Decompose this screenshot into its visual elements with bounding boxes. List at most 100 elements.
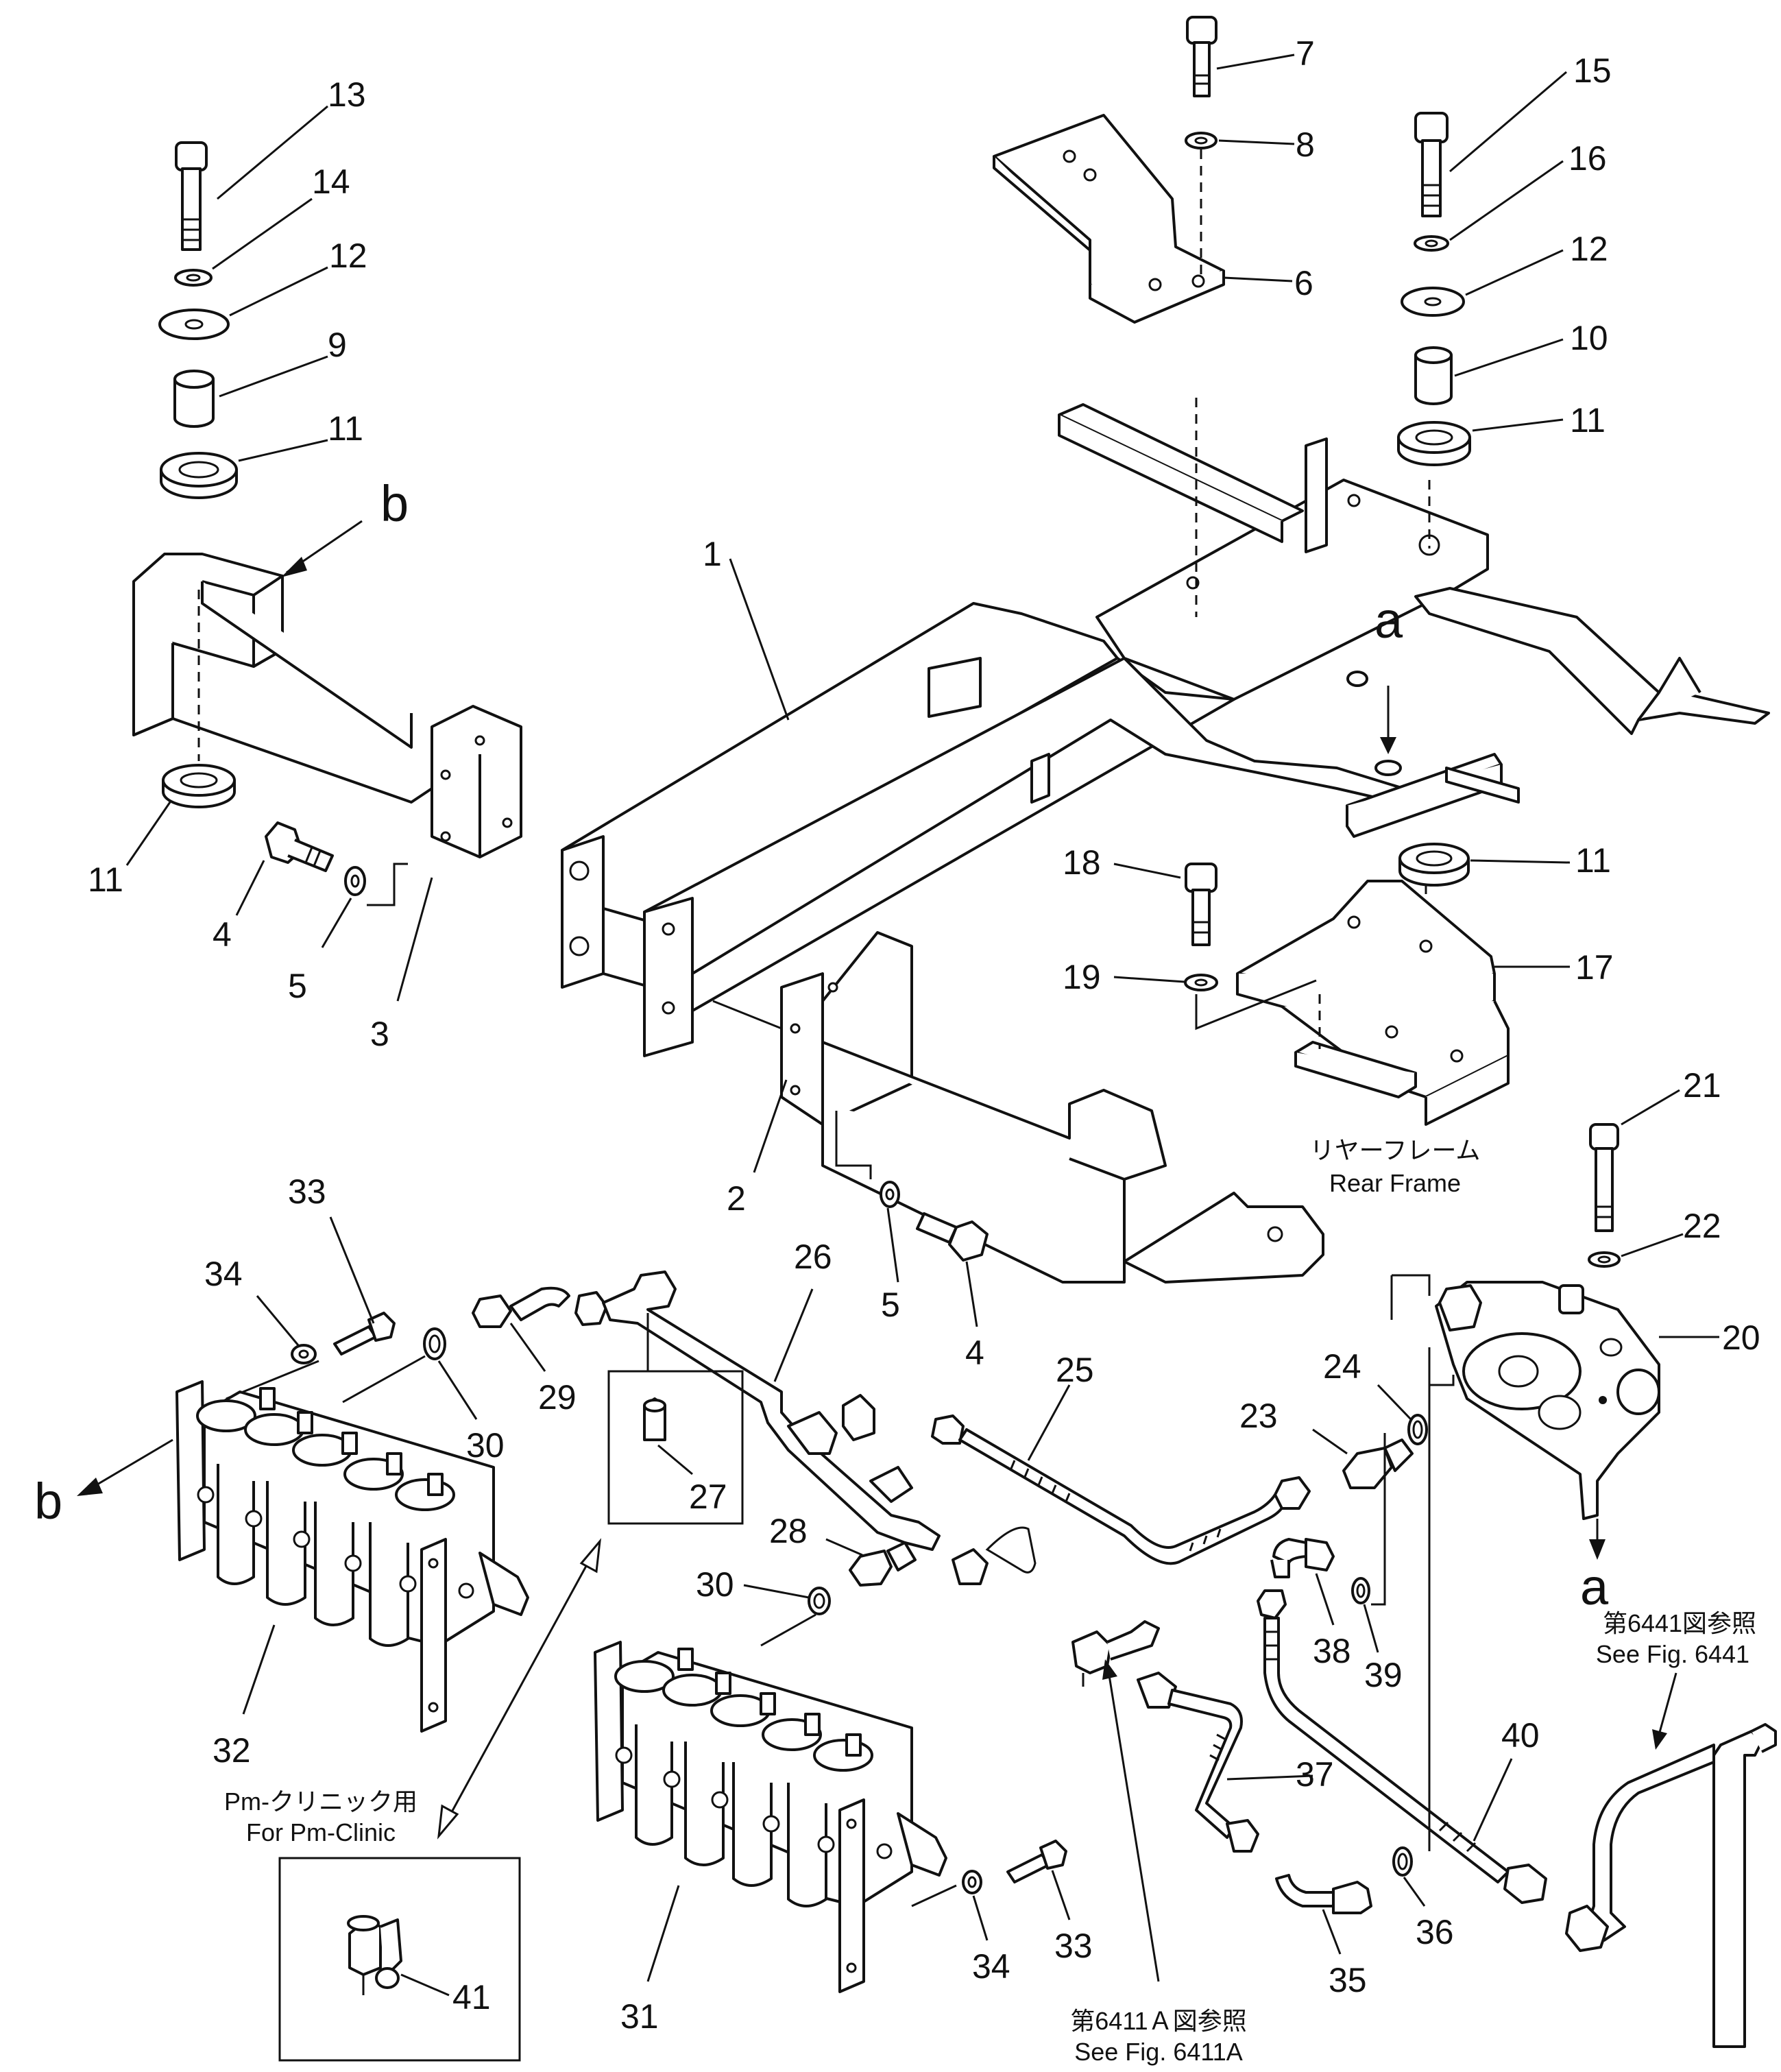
oring-36 bbox=[1392, 1846, 1413, 1877]
leader-21 bbox=[1621, 1089, 1680, 1126]
leader-38 bbox=[1315, 1573, 1335, 1626]
dash-39 bbox=[1371, 1433, 1386, 1606]
callout-41: 41 bbox=[452, 1978, 491, 2016]
note-rear-frame-jp: リヤーフレーム bbox=[1310, 1136, 1481, 1164]
washer-12-left bbox=[158, 309, 230, 340]
pipe-fig6441 bbox=[1565, 1723, 1777, 2048]
callout-38: 38 bbox=[1313, 1632, 1351, 1670]
leader-2 bbox=[753, 1079, 788, 1173]
washer-5-left bbox=[344, 866, 366, 896]
leader-12-right bbox=[1465, 249, 1564, 296]
callout-14: 14 bbox=[312, 162, 350, 201]
note-fig6441-en: See Fig. 6441 bbox=[1596, 1640, 1749, 1668]
leader-41 bbox=[400, 1973, 450, 1997]
collar-10 bbox=[1414, 346, 1453, 405]
callout-34-top: 34 bbox=[204, 1255, 243, 1293]
leader-3 bbox=[396, 877, 433, 1002]
coupler-41 bbox=[347, 1915, 402, 1995]
note-fig6411a-en: See Fig. 6411A bbox=[1074, 2038, 1243, 2066]
leader-34-bottom bbox=[972, 1895, 989, 1941]
rear-frame-stub bbox=[1294, 1041, 1417, 1098]
arrow-6441-head bbox=[1652, 1729, 1667, 1750]
callout-18: 18 bbox=[1063, 843, 1101, 882]
callout-5-left: 5 bbox=[288, 967, 307, 1005]
bracket-3 bbox=[132, 553, 522, 858]
callout-29: 29 bbox=[538, 1378, 577, 1417]
callout-17: 17 bbox=[1575, 948, 1614, 987]
callout-30-top: 30 bbox=[466, 1426, 505, 1465]
callout-12-left: 12 bbox=[329, 237, 367, 275]
leader-25 bbox=[1027, 1384, 1071, 1461]
bolt-33-top bbox=[333, 1312, 396, 1356]
bracket-2 bbox=[780, 931, 1324, 1284]
ref-a-top: a bbox=[1374, 592, 1403, 649]
arrow-b-top-head bbox=[281, 557, 307, 577]
double-arrow-head-bottom bbox=[437, 1804, 459, 1840]
callout-39: 39 bbox=[1364, 1656, 1403, 1694]
leader-2-frame bbox=[712, 1000, 782, 1030]
oring-30-bottom bbox=[808, 1587, 831, 1615]
callout-26: 26 bbox=[794, 1238, 832, 1276]
bolt-4-left bbox=[265, 821, 334, 872]
leader-12-left bbox=[229, 266, 328, 317]
callout-21: 21 bbox=[1683, 1066, 1721, 1105]
leader-28 bbox=[825, 1538, 863, 1556]
leader-11-a bbox=[238, 439, 328, 462]
note-pm-clinic-en: For Pm-Clinic bbox=[246, 1818, 396, 1846]
leader-11-d bbox=[1470, 859, 1571, 864]
fitting-detail-loop bbox=[952, 1526, 1037, 1585]
leader-16 bbox=[1449, 160, 1564, 241]
elbow-29 bbox=[472, 1286, 570, 1328]
leader-32 bbox=[242, 1624, 276, 1715]
ref-a-bottom: a bbox=[1580, 1558, 1609, 1615]
dash-20-top bbox=[1392, 1274, 1431, 1296]
washer-34-bottom bbox=[962, 1870, 982, 1894]
washer-16 bbox=[1414, 235, 1449, 252]
leader-4-right bbox=[965, 1261, 978, 1327]
cushion-11-bracket17 bbox=[1398, 843, 1470, 887]
callout-4-left: 4 bbox=[213, 915, 232, 954]
callout-35: 35 bbox=[1329, 1961, 1367, 1999]
cushion-11-top-left bbox=[160, 452, 238, 499]
leader-23 bbox=[1312, 1428, 1348, 1455]
callout-15: 15 bbox=[1573, 51, 1612, 90]
leader-5-right bbox=[886, 1207, 899, 1283]
leader-34-dash bbox=[911, 1884, 957, 1907]
bolt-7 bbox=[1186, 16, 1217, 97]
callout-9: 9 bbox=[328, 326, 347, 364]
leader-24 bbox=[1377, 1384, 1412, 1421]
leader-9 bbox=[219, 355, 328, 398]
bolt-4-right bbox=[916, 1212, 989, 1262]
callout-20: 20 bbox=[1722, 1318, 1760, 1357]
leader-10 bbox=[1454, 338, 1564, 377]
callout-10: 10 bbox=[1570, 319, 1608, 357]
leader-7 bbox=[1216, 53, 1295, 70]
leader-27 bbox=[657, 1444, 693, 1475]
callout-5-right: 5 bbox=[881, 1286, 900, 1324]
note-rear-frame-en: Rear Frame bbox=[1329, 1169, 1461, 1197]
arrow-a-bottom-head bbox=[1589, 1539, 1606, 1560]
leader-22 bbox=[1621, 1233, 1684, 1257]
leader-30-top bbox=[437, 1360, 478, 1420]
callout-30-bottom: 30 bbox=[696, 1565, 734, 1604]
callout-11-b: 11 bbox=[88, 860, 123, 899]
ref-b-bottom: b bbox=[34, 1473, 62, 1530]
leader-30-bottom bbox=[743, 1584, 810, 1599]
ref-b-top: b bbox=[380, 475, 409, 532]
leader-32-dash-2 bbox=[342, 1355, 426, 1404]
callout-11-c: 11 bbox=[1570, 401, 1606, 439]
leader-35 bbox=[1322, 1909, 1342, 1955]
callout-11-a: 11 bbox=[328, 409, 363, 448]
hose-40 bbox=[1257, 1589, 1547, 1904]
leader-6441 bbox=[1658, 1672, 1677, 1735]
oring-30-top bbox=[423, 1327, 446, 1360]
double-arrow-head-top bbox=[579, 1538, 602, 1574]
leader-19 bbox=[1113, 976, 1185, 983]
plug-28 bbox=[849, 1541, 917, 1587]
arrow-b-bottom-head bbox=[77, 1478, 103, 1496]
leader-11-b bbox=[125, 802, 171, 866]
leader-26 bbox=[773, 1288, 814, 1382]
callout-22: 22 bbox=[1683, 1207, 1721, 1245]
leader-6 bbox=[1223, 276, 1293, 282]
